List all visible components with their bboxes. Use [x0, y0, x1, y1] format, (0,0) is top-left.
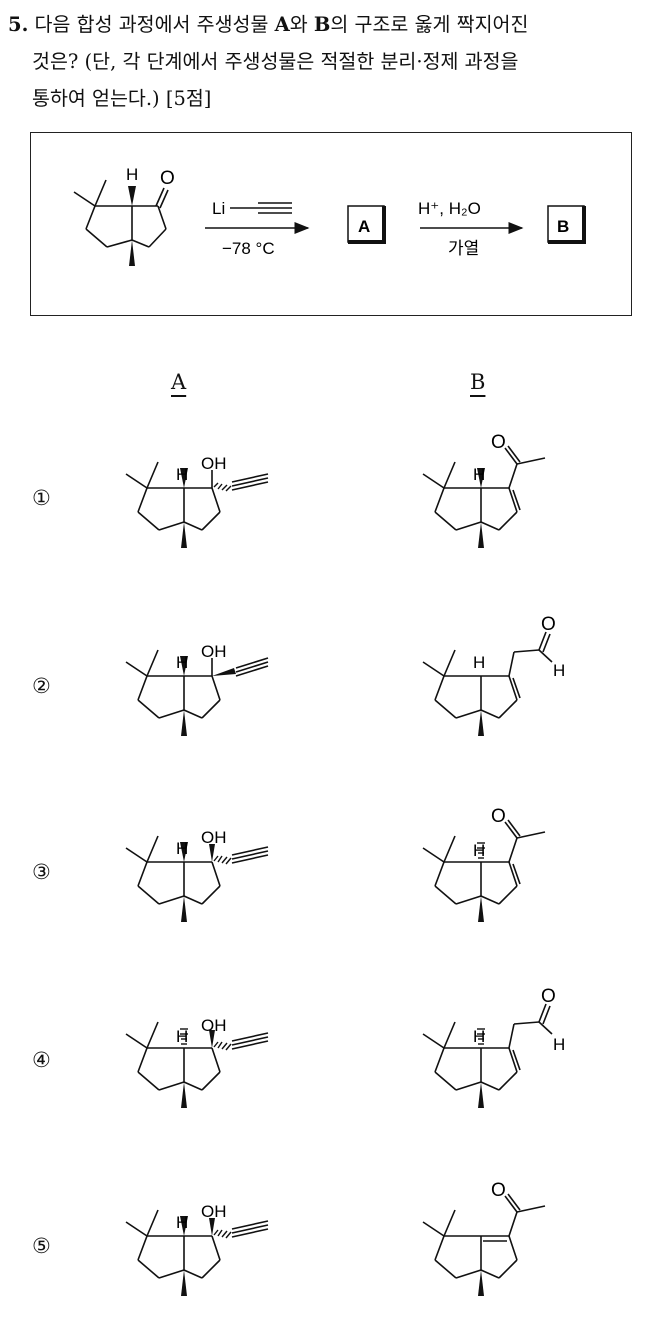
choice-1-structure-a: [125, 461, 269, 548]
question-line-1: 5. 다음 합성 과정에서 주생성물 A와 B의 구조로 옳게 짝지어진: [8, 6, 652, 43]
product-b-box: B: [547, 205, 586, 244]
question-text-part: 의 구조로 옳게 짝지어진: [330, 13, 529, 36]
choice-2-structure-a: [125, 649, 269, 736]
atom-label-o: O: [491, 432, 506, 453]
atom-label-h: H: [553, 1035, 565, 1054]
atom-label-h: H: [473, 841, 485, 860]
step2-condition: 가열: [448, 239, 479, 258]
question-line-3: 통하여 얻는다.) [5점]: [32, 87, 212, 110]
atom-label-oh: OH: [201, 642, 227, 661]
question-text-part: 와: [289, 13, 314, 36]
choice-3-structure-a: [125, 835, 269, 922]
question-number: 5.: [8, 13, 29, 36]
question-text: 5. 다음 합성 과정에서 주생성물 A와 B의 구조로 옳게 짝지어진 것은?…: [8, 6, 652, 117]
atom-label-oh: OH: [201, 454, 227, 473]
atom-label-h: H: [176, 465, 188, 484]
atom-label-h: H: [473, 1027, 485, 1046]
choice-4-structure-a: [125, 1021, 269, 1108]
atom-label-h: H: [176, 1027, 188, 1046]
alkyne-triple-bond: [258, 202, 292, 214]
step1-reagent: Li: [212, 199, 225, 218]
question-text-part: 다음 합성 과정에서 주생성물: [28, 13, 275, 36]
product-b-ref: B: [313, 13, 331, 36]
atom-label-h: H: [473, 465, 485, 484]
choice-5-structure-b: [422, 1193, 546, 1296]
column-header-b: B: [470, 370, 486, 394]
column-header-a: A: [171, 370, 187, 394]
product-b-label: B: [557, 217, 569, 236]
product-a-box: A: [347, 205, 386, 244]
atom-label-oh: OH: [201, 828, 227, 847]
choice-4-number[interactable]: ④: [32, 1048, 51, 1072]
atom-label-h: H: [473, 653, 485, 672]
choice-4-structure-b: [422, 1003, 553, 1108]
atom-label-oh: OH: [201, 1016, 227, 1035]
step2-reagent: H⁺, H₂O: [418, 199, 481, 218]
starting-ketone: [73, 179, 169, 266]
choice-1-structure-b: [422, 445, 546, 548]
atom-label-o: O: [491, 806, 506, 827]
atom-label-o: O: [541, 986, 556, 1007]
atom-label-h: H: [176, 839, 188, 858]
atom-label-h: H: [553, 661, 565, 680]
product-a-label: A: [358, 217, 370, 236]
choice-5-number[interactable]: ⑤: [32, 1234, 51, 1258]
atom-label-o: O: [541, 614, 556, 635]
step1-condition: −78 °C: [222, 239, 275, 258]
choice-3-structure-b: [422, 819, 546, 922]
choice-5-structure-a: [125, 1209, 269, 1296]
atom-label-h: H: [176, 1213, 188, 1232]
ketone-o-label: O: [160, 168, 175, 189]
choice-3-number[interactable]: ③: [32, 860, 51, 884]
product-a-ref: A: [274, 13, 290, 36]
choice-2-number[interactable]: ②: [32, 674, 51, 698]
choice-2-structure-b: [422, 631, 553, 736]
question-line-2: 것은? (단, 각 단계에서 주생성물은 적절한 분리·정제 과정을: [32, 50, 519, 73]
atom-label-h: H: [176, 653, 188, 672]
atom-label-oh: OH: [201, 1202, 227, 1221]
atom-label-o: O: [491, 1180, 506, 1201]
reaction-scheme-box: [30, 132, 632, 316]
h-label: H: [126, 165, 138, 184]
choice-1-number[interactable]: ①: [32, 486, 51, 510]
